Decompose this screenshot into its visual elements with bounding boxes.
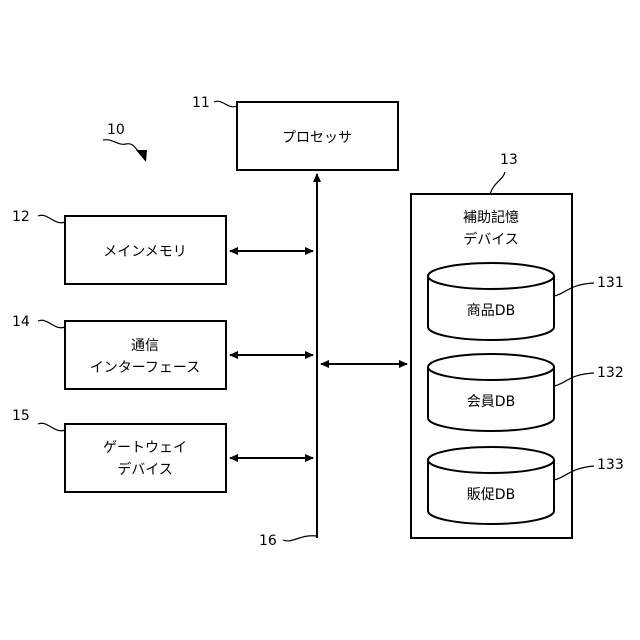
comm-interface-ref: 14 <box>12 314 30 330</box>
gateway-device-leader <box>38 423 65 430</box>
gateway-device-box <box>65 424 226 492</box>
main-memory-leader <box>38 215 65 222</box>
processor-label: プロセッサ <box>282 130 352 146</box>
bus-ref: 16 <box>259 533 277 549</box>
main-memory-label: メインメモリ <box>103 244 187 260</box>
gateway-device-block: ゲートウェイ デバイス 15 <box>12 408 313 492</box>
bus-leader <box>283 536 317 541</box>
aux-storage-ref: 13 <box>500 152 518 168</box>
db-131-label: 商品DB <box>467 303 515 319</box>
db-132-ref: 132 <box>597 365 624 381</box>
db-131-top <box>428 263 554 289</box>
db-132-label: 会員DB <box>467 394 515 410</box>
database-cylinder-133: 販促DB 133 <box>428 447 624 524</box>
db-132-top <box>428 354 554 380</box>
figure-reference-pointer <box>103 140 142 156</box>
comm-interface-box <box>65 321 226 389</box>
aux-storage-label-line2: デバイス <box>463 231 519 248</box>
comm-interface-label-line1: 通信 <box>131 338 159 354</box>
db-133-top <box>428 447 554 473</box>
main-memory-block: メインメモリ 12 <box>12 209 313 284</box>
main-memory-ref: 12 <box>12 209 30 225</box>
processor-block: プロセッサ 11 <box>192 95 398 170</box>
bus: 16 <box>259 174 317 549</box>
gateway-device-label-line1: ゲートウェイ <box>103 440 187 456</box>
figure-reference: 10 <box>103 122 147 162</box>
aux-storage-block: 補助記憶 デバイス 13 商品DB 131 会員DB 132 販促DB 133 <box>411 152 624 538</box>
figure-number: 10 <box>107 122 125 138</box>
database-cylinder-131: 商品DB 131 <box>428 263 624 340</box>
comm-interface-leader <box>38 320 65 327</box>
processor-ref: 11 <box>192 95 210 111</box>
aux-storage-label-line1: 補助記憶 <box>463 209 519 226</box>
db-131-ref: 131 <box>597 275 624 291</box>
gateway-device-ref: 15 <box>12 408 30 424</box>
figure-reference-arrowhead <box>136 150 147 162</box>
comm-interface-label-line2: インターフェース <box>90 360 200 376</box>
db-133-ref: 133 <box>597 457 624 473</box>
aux-storage-leader <box>490 172 505 194</box>
db-133-label: 販促DB <box>467 487 515 503</box>
gateway-device-label-line2: デバイス <box>117 461 173 478</box>
processor-leader <box>214 101 237 107</box>
database-cylinder-132: 会員DB 132 <box>428 354 624 431</box>
comm-interface-block: 通信 インターフェース 14 <box>12 314 313 389</box>
